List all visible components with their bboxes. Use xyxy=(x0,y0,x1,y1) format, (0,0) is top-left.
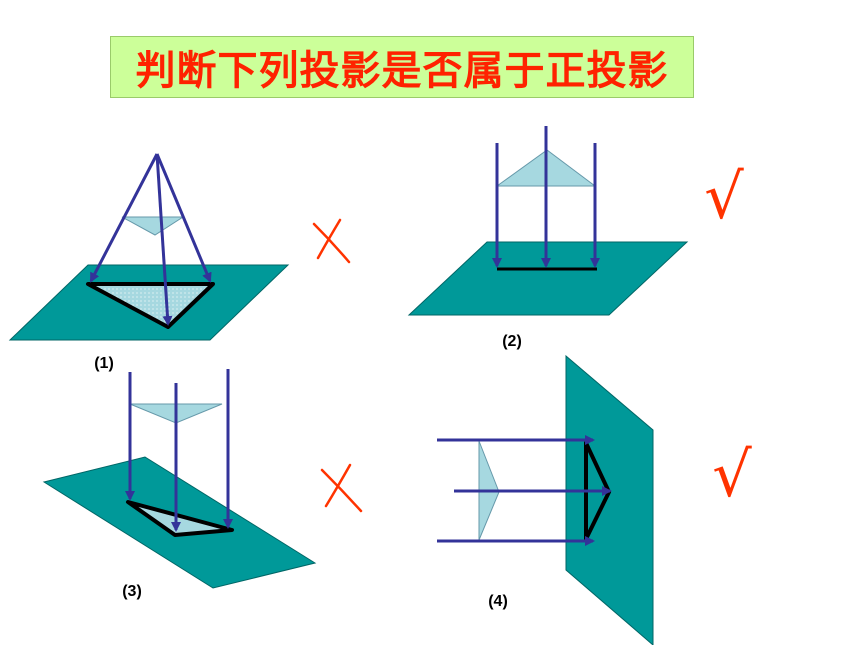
cross-mark-3 xyxy=(320,463,363,513)
object-triangle-1 xyxy=(121,216,185,236)
figure-1-central-projection xyxy=(8,153,290,341)
figure-2-orthographic-projection xyxy=(407,126,689,316)
projection-ray-1b xyxy=(155,153,212,283)
cross-mark-1 xyxy=(312,218,351,264)
projection-ray-1c xyxy=(155,153,173,326)
projection-plane-4 xyxy=(565,354,654,645)
figure-4-side-projection xyxy=(437,354,654,645)
figure-label-3: (3) xyxy=(122,583,142,600)
shadow-triangle-3 xyxy=(126,500,234,537)
page-title: 判断下列投影是否属于正投影 xyxy=(135,48,669,94)
figure-label-1: (1) xyxy=(94,355,114,372)
check-mark-4: √ xyxy=(712,438,752,511)
figure-label-4: (4) xyxy=(488,593,508,610)
projection-ray-1a xyxy=(89,153,159,283)
title-banner: 判断下列投影是否属于正投影 xyxy=(110,36,694,98)
figure-label-2: (2) xyxy=(502,333,522,350)
shadow-triangle-1 xyxy=(86,282,215,329)
figure-3-oblique-projection xyxy=(42,369,317,589)
check-mark-2: √ xyxy=(704,160,744,233)
projection-plane-2 xyxy=(407,241,689,316)
